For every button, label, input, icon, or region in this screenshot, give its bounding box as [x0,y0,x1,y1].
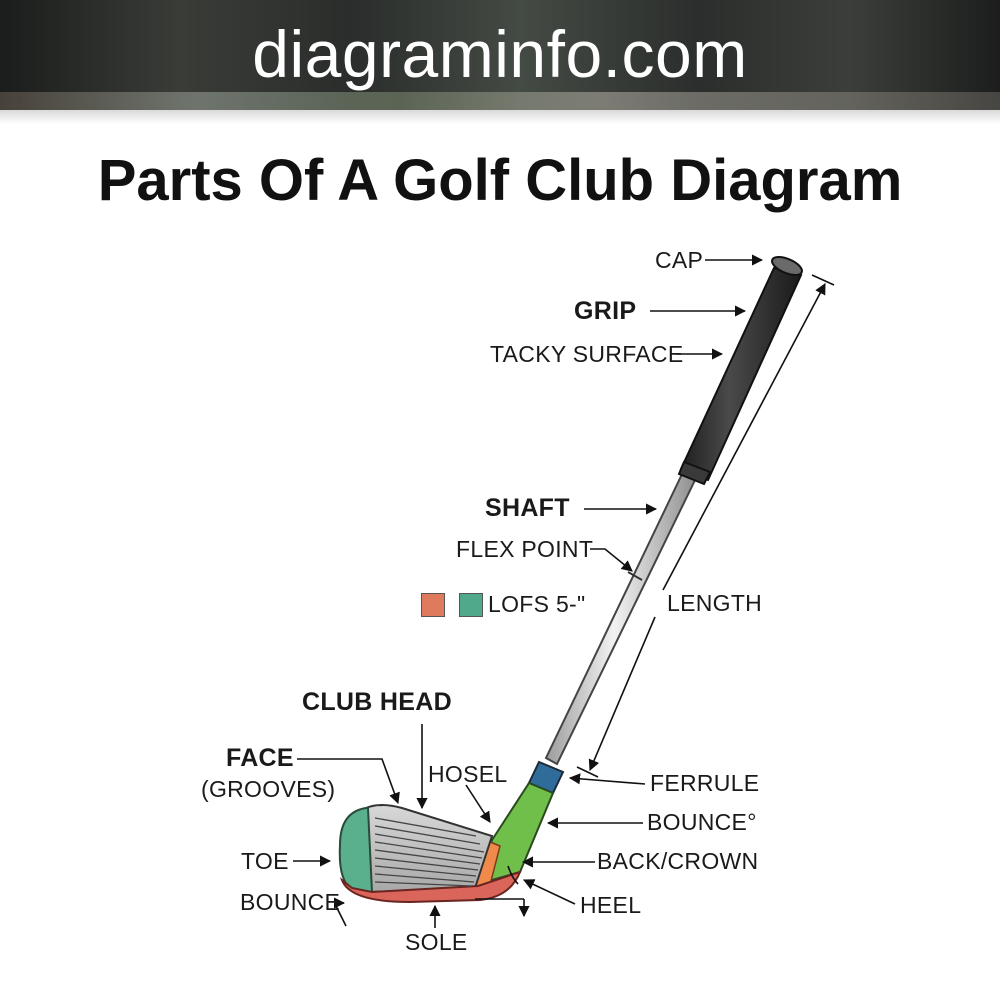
label-heel: HEEL [580,892,642,918]
label-toe: TOE [241,848,289,874]
legend-swatch-green [459,593,483,617]
label-flex-point: FLEX POINT [456,536,594,562]
leader-arrows [293,254,764,928]
label-ferrule: FERRULE [650,770,760,796]
site-banner: diagraminfo.com [0,0,1000,110]
label-tacky-surface: TACKY SURFACE [490,341,684,367]
ferrule-arrow [568,773,646,785]
label-sole: SOLE [405,929,468,955]
banner-shadow [0,110,1000,124]
label-hosel: HOSEL [428,761,508,787]
label-shaft: SHAFT [485,494,570,522]
page-title: Parts Of A Golf Club Diagram [97,148,903,213]
label-bounce-left: BOUNCE [240,889,341,915]
label-grip: GRIP [574,297,637,325]
toe-section [338,807,374,894]
club-head [338,781,555,904]
grip-collar [677,460,712,486]
face-grooves [374,817,485,887]
label-club-head: CLUB HEAD [302,688,452,716]
legend-text: LOFS 5-" [488,591,586,617]
label-length: LENGTH [667,590,763,616]
grip-cap [771,256,803,276]
grip [677,256,803,486]
heel-arrow [522,879,576,905]
hosel-arrow [465,784,491,823]
label-back-crown: BACK/CROWN [597,848,759,874]
site-name[interactable]: diagraminfo.com [252,17,748,91]
label-grooves: (GROOVES) [201,776,336,802]
face [364,804,494,894]
face-arrow [297,758,400,805]
legend-swatch-orange [421,593,445,617]
bounce-arc [335,905,347,927]
label-cap: CAP [655,247,704,273]
sole-section [339,870,522,904]
flex-point-mark [627,571,643,581]
flex-arrow [590,548,633,572]
length-dimension [576,274,835,778]
banner-glow [0,92,1000,110]
label-face: FACE [226,744,294,772]
heel-arc [507,865,519,885]
label-bounce-right: BOUNCE° [647,809,757,835]
